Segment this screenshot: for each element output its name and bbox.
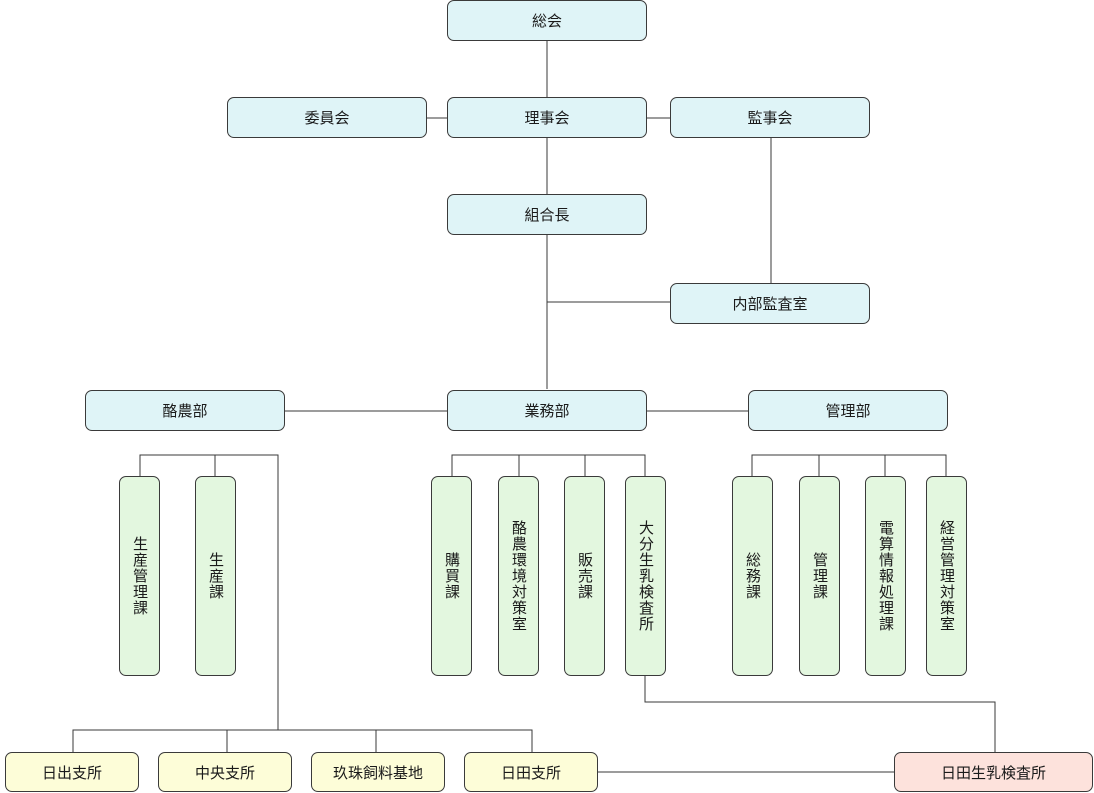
connector-branches — [72, 729, 533, 752]
committee-box: 委員会 — [227, 97, 427, 138]
operations-dept-box: 業務部 — [447, 390, 647, 431]
connector-operations-sections — [451, 454, 646, 476]
admin-section-box: 経営管理対策室 — [926, 476, 967, 676]
dairy-dept-box: 酪農部 — [85, 390, 285, 431]
operations-section-box: 販売課 — [564, 476, 605, 676]
branch-box: 日田支所 — [464, 752, 598, 792]
branch-box: 中央支所 — [158, 752, 292, 792]
branch-box: 玖珠飼料基地 — [311, 752, 445, 792]
dairy-section-box: 生産課 — [195, 476, 236, 676]
admin-section-box: 電算情報処理課 — [865, 476, 906, 676]
connector-dairy-sections — [139, 454, 279, 730]
auditors-box: 監事会 — [670, 97, 870, 138]
admin-section-box: 管理課 — [799, 476, 840, 676]
general-assembly-box: 総会 — [447, 0, 647, 41]
connector-lab-to-hita-lab — [644, 676, 996, 752]
admin-dept-box: 管理部 — [748, 390, 948, 431]
president-box: 組合長 — [447, 194, 647, 235]
hita-lab-box: 日田生乳検査所 — [894, 752, 1093, 792]
dairy-section-box: 生産管理課 — [119, 476, 160, 676]
operations-section-box: 購買課 — [431, 476, 472, 676]
admin-section-box: 総務課 — [732, 476, 773, 676]
board-box: 理事会 — [447, 97, 647, 138]
operations-section-box: 大分生乳検査所 — [625, 476, 666, 676]
internal-audit-box: 内部監査室 — [670, 283, 870, 324]
branch-box: 日出支所 — [5, 752, 139, 792]
connector-admin-sections — [751, 454, 947, 476]
operations-section-box: 酪農環境対策室 — [498, 476, 539, 676]
